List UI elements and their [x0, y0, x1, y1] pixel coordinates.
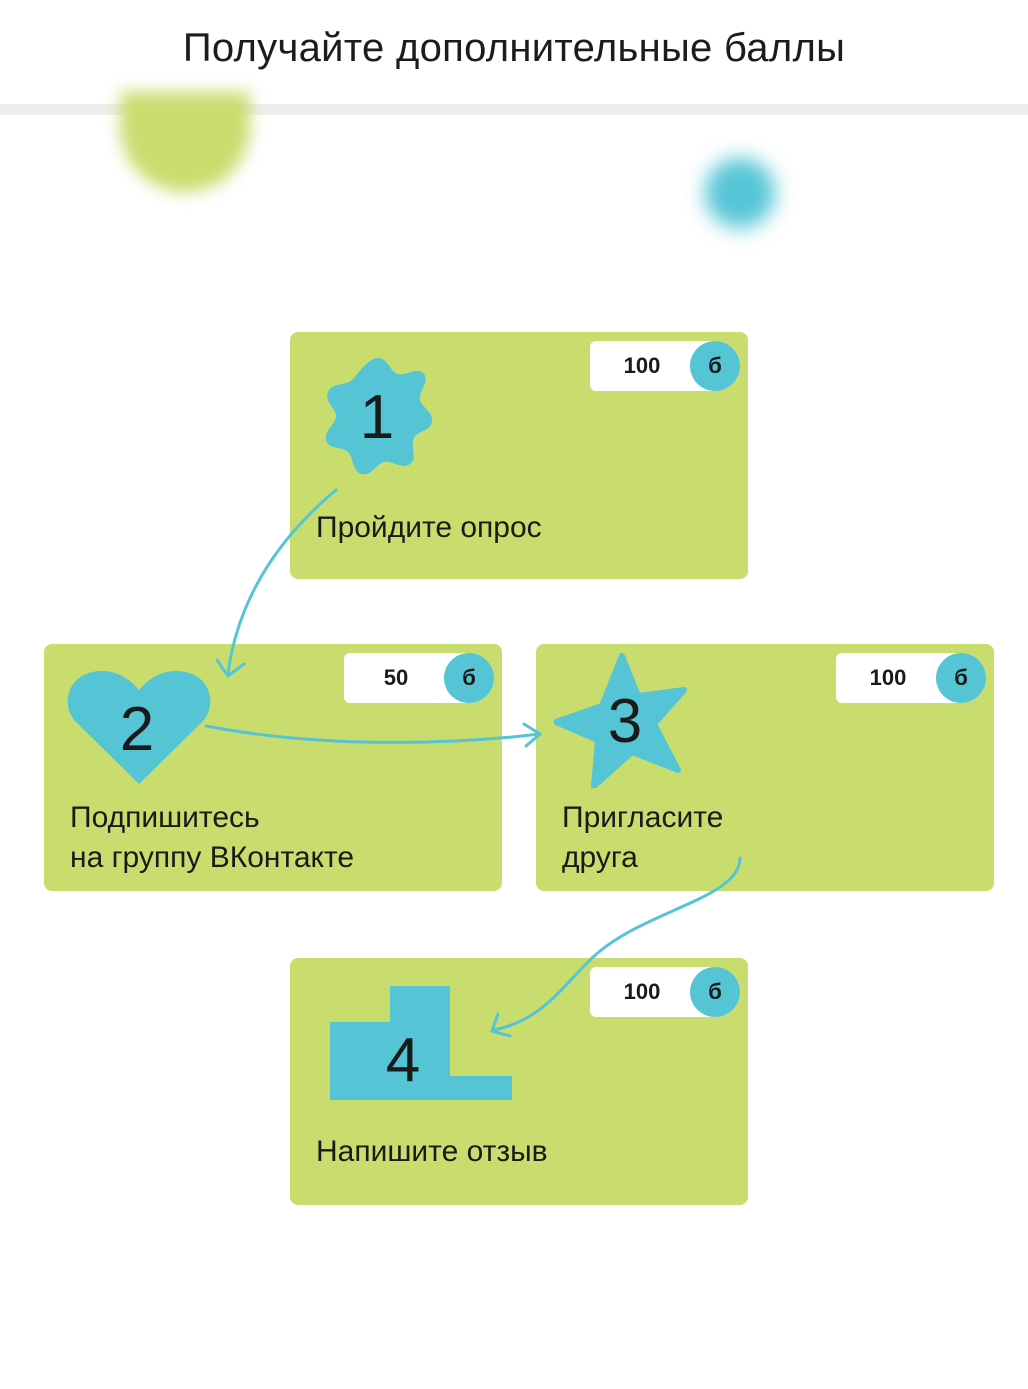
step-text: Напишите отзыв — [316, 1135, 548, 1168]
step-card-4[interactable]: 100 б 4 Напишите отзыв — [290, 958, 748, 1205]
points-currency: б — [936, 653, 986, 703]
points-value: 100 — [869, 665, 907, 690]
step-text: Пройдите опрос — [316, 511, 542, 544]
points-currency: б — [690, 967, 740, 1017]
podium-icon — [330, 986, 512, 1100]
points-badge: 50 б — [344, 653, 494, 703]
step-text: Пригласите друга — [562, 801, 724, 874]
step-card-1[interactable]: 100 б 1 Пройдите опрос — [290, 332, 748, 579]
decorative-blue-blob — [705, 158, 775, 228]
points-value: 50 — [383, 665, 409, 690]
points-value: 100 — [623, 979, 661, 1004]
decorative-green-blob — [120, 92, 250, 192]
star-icon — [554, 653, 687, 788]
step-card-3[interactable]: 100 б 3 Пригласите друга — [536, 644, 994, 891]
heart-icon — [67, 670, 211, 784]
points-badge: 100 б — [836, 653, 986, 703]
page-title: Получайте дополнительные баллы — [182, 26, 846, 70]
step-number: 4 — [385, 1026, 421, 1095]
points-currency: б — [444, 653, 494, 703]
step-text: Подпишитесь на группу ВКонтакте — [70, 801, 355, 874]
step-number: 3 — [607, 687, 643, 756]
flower-badge-icon — [325, 358, 433, 475]
header-divider — [0, 104, 1028, 115]
step-card-2[interactable]: 50 б 2 Подпишитесь на группу ВКонтакте — [44, 644, 502, 891]
step-number: 2 — [119, 695, 155, 764]
points-currency: б — [690, 341, 740, 391]
points-badge: 100 б — [590, 967, 740, 1017]
step-number: 1 — [359, 383, 395, 452]
points-badge: 100 б — [590, 341, 740, 391]
points-value: 100 — [623, 353, 661, 378]
